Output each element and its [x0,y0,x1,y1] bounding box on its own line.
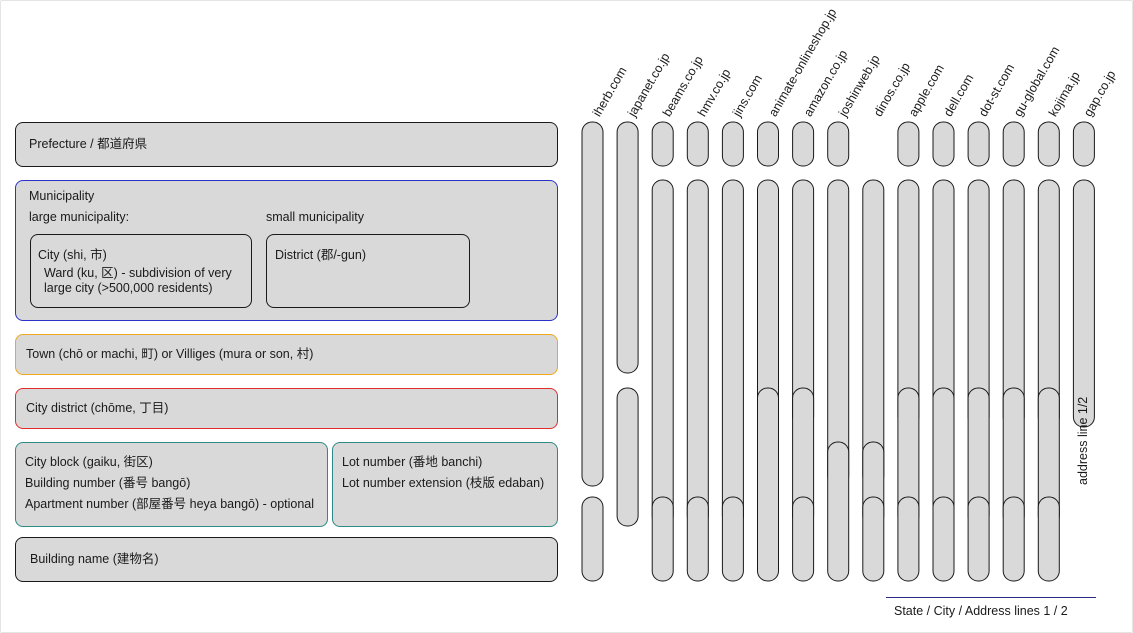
site-bar-jins-com-2 [721,496,744,582]
large-municipality-label: large municipality: [29,210,130,224]
site-bar-dot-st-com-0 [967,121,990,167]
town-box: Town (chō or machi, 町) or Villiges (mura… [15,334,558,375]
building-name-box: Building name (建物名) [15,537,558,582]
site-bar-japanet-co-jp-0 [616,121,639,374]
site-bar-beams-co-jp-1 [651,179,674,527]
city-box: City (shi, 市) Ward (ku, 区) - subdivision… [30,234,252,308]
site-bar-amazon-co-jp-0 [792,121,815,167]
lot-extension-label: Lot number extension (枝版 edaban) [342,476,545,490]
site-bar-iherb-com-1 [581,496,604,582]
town-label: Town (chō or machi, 町) or Villiges (mura… [26,347,314,361]
site-bar-gap-co-jp-0 [1072,121,1095,167]
lot-box: Lot number (番地 banchi) Lot number extens… [332,442,558,527]
site-bar-dell-com-0 [932,121,955,167]
lot-number-label: Lot number (番地 banchi) [342,455,483,469]
site-bar-beams-co-jp-2 [651,496,674,582]
prefecture-box: Prefecture / 都道府県 [15,122,558,167]
site-bar-dell-com-3 [932,496,955,582]
building-name-label: Building name (建物名) [30,552,159,566]
ward-line-2: large city (>500,000 residents) [44,281,213,295]
city-title: City (shi, 市) [38,248,107,262]
address-line-label: address line 1/2 [1076,396,1090,485]
site-bar-dot-st-com-3 [967,496,990,582]
site-bar-gap-co-jp-1 [1072,179,1095,428]
site-bar-dinos-co-jp-0 [862,179,885,487]
ward-line-1: Ward (ku, 区) - subdivision of very [44,266,232,280]
city-district-box: City district (chōme, 丁目) [15,388,558,429]
apartment-number-label: Apartment number (部屋番号 heya bangō) - opt… [25,497,315,511]
site-bar-dinos-co-jp-2 [862,496,885,582]
city-block-box: City block (gaiku, 街区) Building number (… [15,442,328,527]
site-bar-kojima-jp-3 [1037,496,1060,582]
municipality-title: Municipality [29,189,95,203]
prefecture-label: Prefecture / 都道府県 [29,137,148,151]
site-bar-amazon-co-jp-3 [792,496,815,582]
city-block-label: City block (gaiku, 街区) [25,455,153,469]
legend-line [886,597,1096,598]
small-municipality-label: small municipality [266,210,364,224]
site-bar-gu-global-com-3 [1002,496,1025,582]
site-bar-gu-global-com-0 [1002,121,1025,167]
site-bar-joshinweb-jp-0 [827,121,850,167]
site-bar-joshinweb-jp-1 [827,179,850,487]
district-label: District (郡/-gun) [275,248,366,262]
site-bar-animate-onlineshop-jp-2 [757,387,779,582]
site-bar-jins-com-0 [721,121,744,167]
site-bar-apple-com-0 [897,121,920,167]
legend-label: State / City / Address lines 1 / 2 [894,604,1068,618]
building-number-label: Building number (番号 bangō) [25,476,191,490]
district-box: District (郡/-gun) [266,234,470,308]
site-bar-japanet-co-jp-1 [616,387,639,527]
site-bar-iherb-com-0 [581,121,604,487]
site-bar-beams-co-jp-0 [651,121,674,167]
site-bar-kojima-jp-0 [1037,121,1060,167]
site-bar-hmv-co-jp-2 [686,496,709,582]
site-bar-joshinweb-jp-2 [827,441,850,582]
site-bar-hmv-co-jp-0 [686,121,709,167]
site-bar-apple-com-3 [897,496,920,582]
city-district-label: City district (chōme, 丁目) [26,401,169,415]
site-bar-animate-onlineshop-jp-0 [757,121,779,167]
municipality-box: Municipality large municipality: small m… [15,180,558,321]
site-bar-jins-com-1 [721,179,744,527]
site-bar-hmv-co-jp-1 [686,179,709,527]
